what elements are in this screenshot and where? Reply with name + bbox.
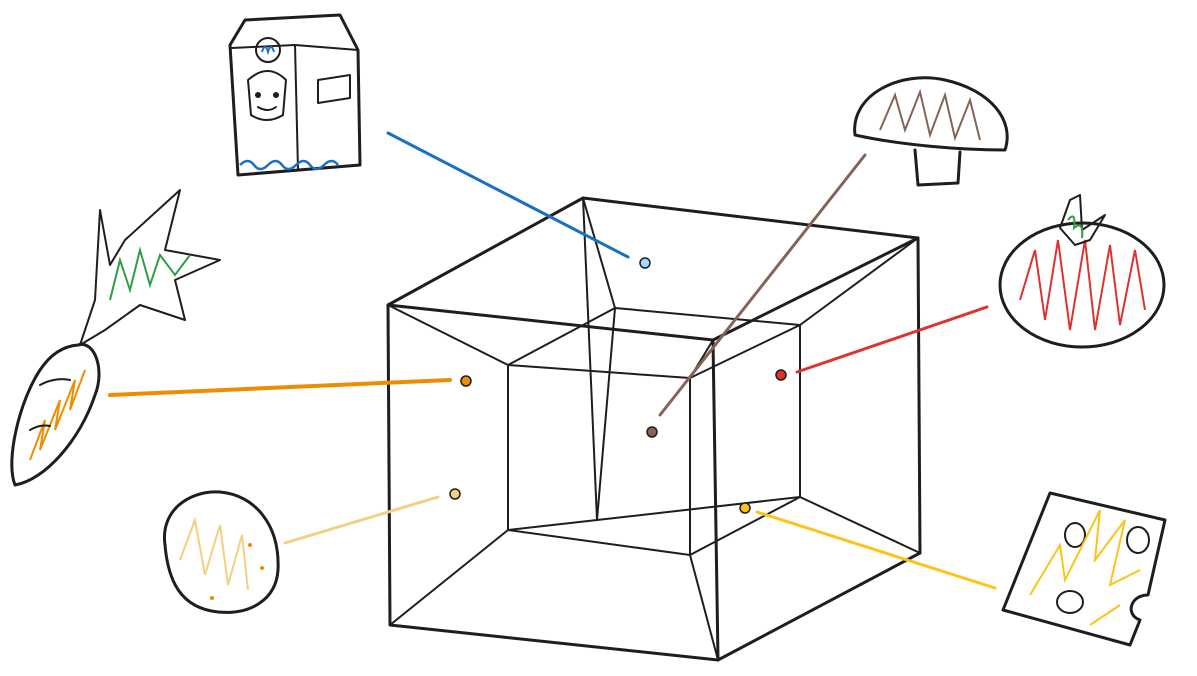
connector-cheese xyxy=(739,502,997,590)
tomato-icon xyxy=(998,194,1166,349)
dot-tomato xyxy=(775,369,787,381)
carrot-icon xyxy=(10,189,221,487)
dot-milk xyxy=(639,257,651,269)
connector-tomato xyxy=(775,305,989,381)
dot-mushroom xyxy=(646,426,658,438)
connector-egg xyxy=(283,488,461,545)
connector-milk xyxy=(386,131,651,269)
mushroom-icon xyxy=(853,76,1009,187)
egg-icon xyxy=(162,490,280,614)
dot-egg xyxy=(449,488,461,500)
connector-mushroom xyxy=(646,153,867,438)
tesseract xyxy=(386,196,922,662)
dot-carrot xyxy=(460,375,472,387)
cheese-icon xyxy=(1001,491,1167,647)
milk-carton-icon xyxy=(228,13,362,177)
dot-cheese xyxy=(739,502,751,514)
connector-carrot xyxy=(108,375,472,397)
